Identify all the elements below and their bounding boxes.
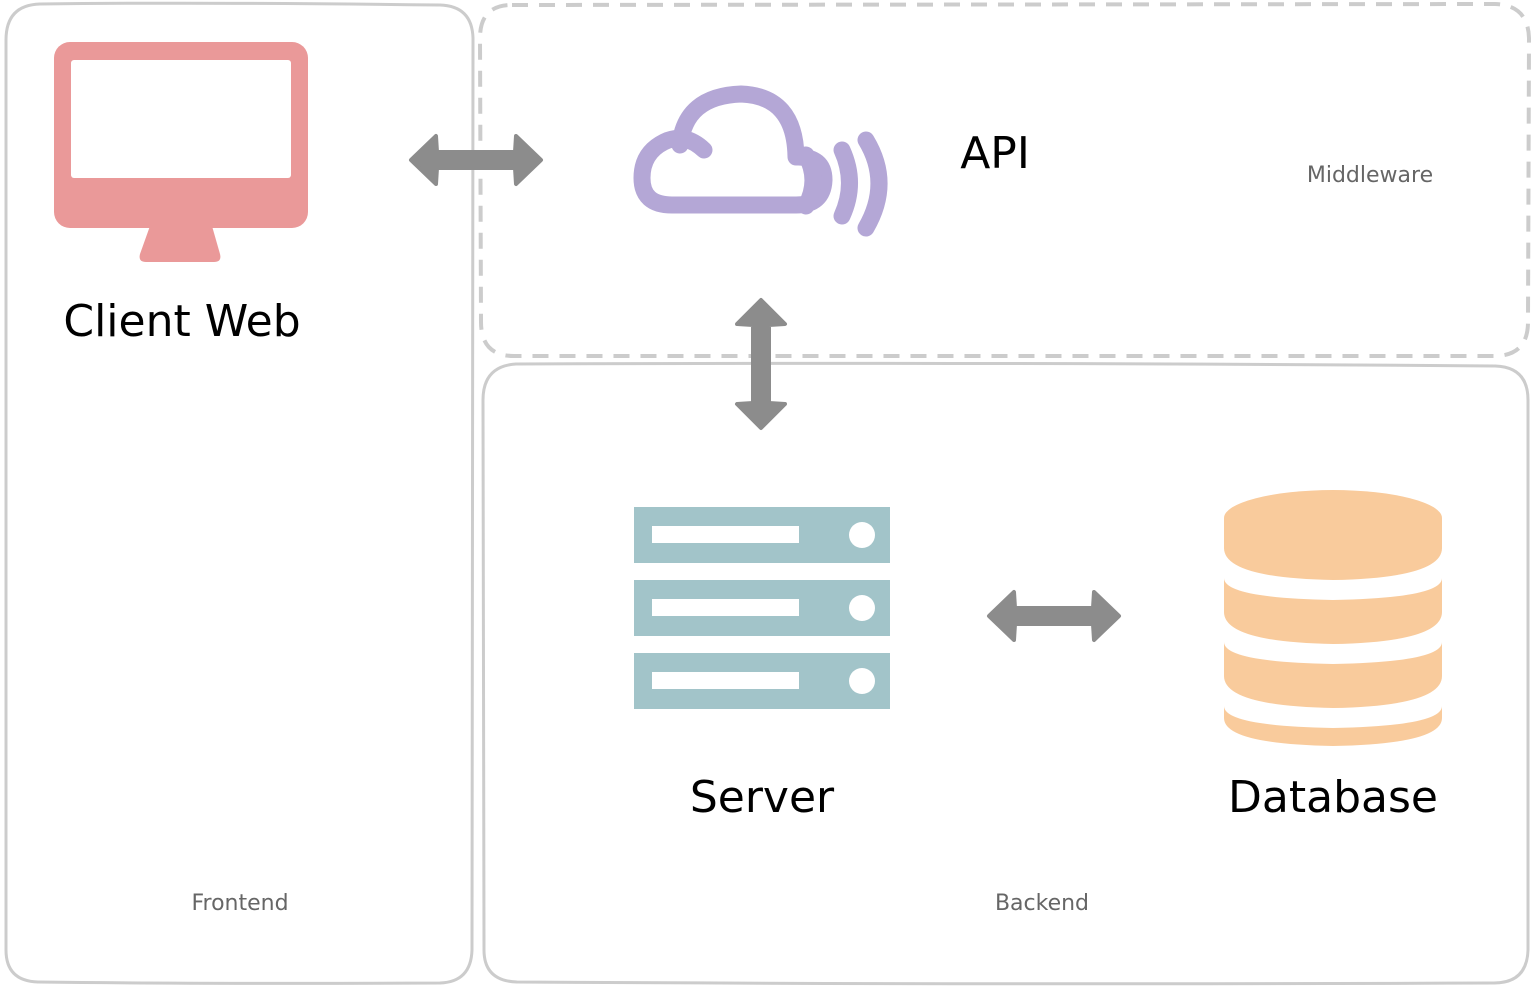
backend-group-label: Backend — [994, 891, 1090, 916]
backend-group-box — [481, 361, 1530, 986]
middleware-group-box — [477, 1, 1532, 358]
server-rack-icon — [634, 507, 890, 709]
middleware-group-label: Middleware — [1306, 163, 1434, 188]
database-icon — [1224, 490, 1442, 746]
cloud-signal-icon — [633, 85, 888, 237]
client-web-label: Client Web — [63, 296, 301, 347]
frontend-group-box — [3, 1, 475, 985]
api-server-arrow — [735, 298, 787, 430]
client-api-arrow — [409, 134, 543, 186]
server-database-arrow — [987, 590, 1121, 642]
monitor-icon — [54, 42, 308, 262]
api-label: API — [960, 128, 1030, 179]
database-label: Database — [1228, 772, 1438, 823]
server-label: Server — [689, 772, 835, 823]
frontend-group-label: Frontend — [191, 891, 289, 916]
